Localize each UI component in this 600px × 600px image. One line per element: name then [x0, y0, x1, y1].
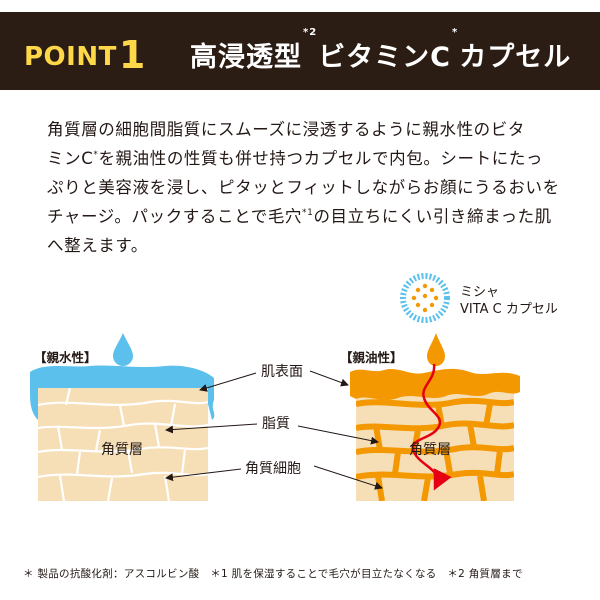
left-stratum-corneum-label: 角質層 — [101, 442, 143, 458]
footnote: ＊ 製品の抗酸化剤：アスコルビン酸 ＊1 肌を保湿することで毛穴が目立たなくなる… — [23, 568, 523, 580]
description-line-2: ミンC*を親油性の性質も併せ持つカプセルで内包。シートにたっ — [47, 144, 567, 173]
header-banner: POINT1 高浸透型*2ビタミンC*カプセル — [0, 12, 600, 90]
title-part-1: 高浸透型 — [190, 42, 302, 73]
title-part-3: カプセル — [459, 42, 572, 73]
oil-droplet-icon — [427, 333, 445, 366]
corneocyte-layer-left — [38, 388, 208, 501]
pointer-skin-right — [309, 370, 349, 387]
lipophilic-label: 【親油性】 — [340, 350, 403, 365]
description-line-3: ぷりと美容液を浸し、ピタッとフィットしながらお顔にうるおいを — [47, 178, 560, 197]
description-line-2-sup: * — [93, 150, 99, 160]
point-label: POINT1 — [24, 30, 146, 77]
right-stratum-corneum-label: 角質層 — [409, 442, 451, 458]
title-sup-1: *2 — [303, 27, 318, 38]
point-label-text: POINT — [24, 42, 117, 72]
description-line-2a: ミンC — [47, 149, 94, 168]
lipophilic-skin-block — [350, 333, 520, 501]
capsule-label-line-1: ミシャ — [460, 285, 499, 300]
description-line-5: へ整えます。 — [47, 236, 148, 255]
vita-c-capsule-icon — [400, 273, 450, 323]
description-line-1: 角質層の細胞間脂質にスムーズに浸透するように親水性のビタ — [47, 120, 525, 139]
header-title: 高浸透型*2ビタミンC*カプセル — [190, 27, 572, 74]
pointer-cell-left — [165, 468, 242, 482]
hydrophilic-label: 【親水性】 — [34, 350, 97, 365]
capsule-penetration-arrow — [411, 363, 452, 491]
oil-surface-layer — [350, 368, 520, 400]
pointer-lines — [165, 370, 383, 490]
description-line-4-sup: *1 — [302, 208, 314, 218]
pointer-cell-right — [313, 465, 383, 490]
pointer-lipid-left — [165, 423, 258, 434]
description-text: 角質層の細胞間脂質にスムーズに浸透するように親水性のビタ ミンC*を親油性の性質… — [47, 115, 567, 260]
hydrophilic-skin-block — [30, 333, 215, 501]
description-line-2b: を親油性の性質も併せ持つカプセルで内包。シートにたっ — [98, 149, 544, 168]
capsule-label-line-2: VITA C カプセル — [460, 302, 558, 317]
description-line-4b: の目立ちにくい引き締まった肌 — [313, 207, 552, 226]
water-droplet-icon — [113, 333, 133, 366]
pointer-lipid-right — [297, 425, 379, 445]
description-line-4: チャージ。パックすることで毛穴*1の目立ちにくい引き締まった肌 — [47, 202, 567, 231]
title-part-2: ビタミンC — [318, 42, 452, 73]
title-sup-2: * — [452, 27, 459, 38]
point-number: 1 — [118, 33, 146, 77]
description-line-4a: チャージ。パックすることで毛穴 — [47, 207, 303, 226]
skin-surface-label: 肌表面 — [261, 364, 303, 380]
pointer-skin-left — [199, 372, 257, 392]
corneocyte-label: 角質細胞 — [245, 461, 301, 477]
lipid-label: 脂質 — [262, 416, 290, 432]
